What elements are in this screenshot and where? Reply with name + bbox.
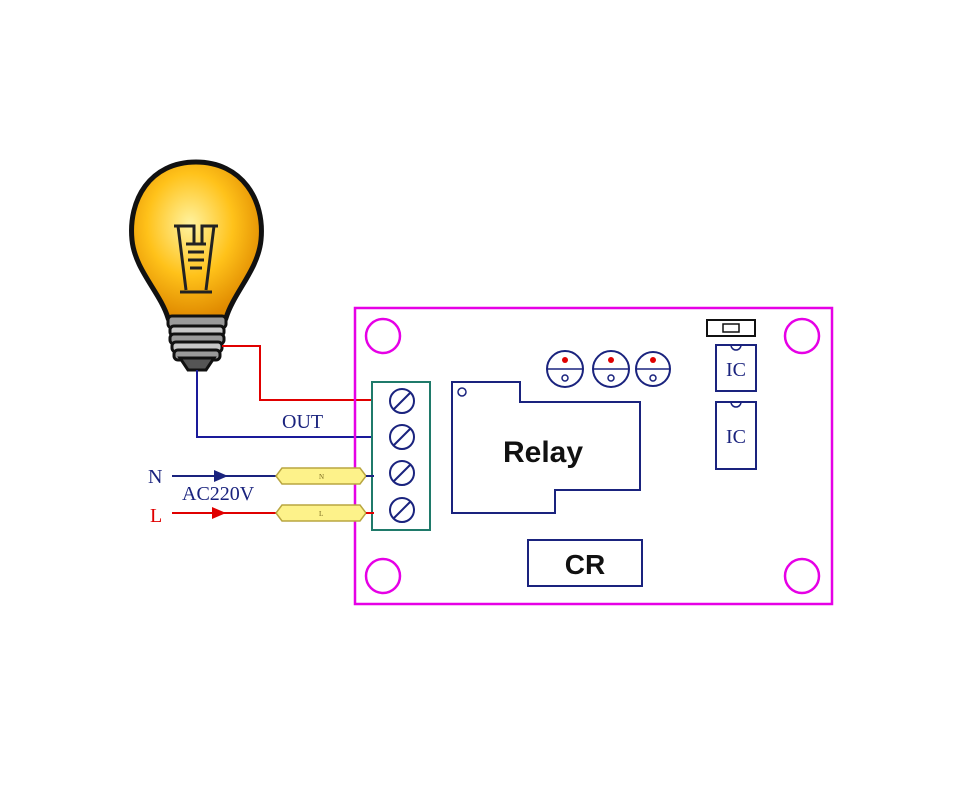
- screw-terminal-icon: [389, 497, 415, 523]
- relay-label: Relay: [503, 436, 583, 469]
- mounting-hole-bottom-right: [783, 557, 821, 595]
- arrow-right-icon: [212, 507, 226, 519]
- live-label: L: [150, 505, 162, 527]
- ic-top-label: IC: [726, 359, 746, 381]
- screw-terminal-icon: [389, 424, 415, 450]
- indicator-component: [635, 351, 671, 387]
- indicator-component: [592, 350, 630, 388]
- out-wire-blue: [196, 370, 388, 438]
- neutral-clip-label: N: [319, 473, 324, 481]
- mounting-hole-top-left: [364, 317, 402, 355]
- slide-switch: [706, 319, 756, 337]
- ic-bottom-label: IC: [726, 426, 746, 448]
- mounting-hole-bottom-left: [364, 557, 402, 595]
- out-wire-red: [222, 345, 388, 401]
- ic-chip-bottom: IC: [715, 401, 757, 470]
- mounting-hole-top-right: [783, 317, 821, 355]
- live-clip-label: L: [319, 510, 323, 518]
- out-label: OUT: [282, 411, 323, 433]
- supply-voltage-label: AC220V: [182, 483, 255, 505]
- cr-label: CR: [565, 549, 605, 580]
- wire-clip-icon: N: [275, 467, 367, 485]
- relay-component: Relay: [451, 381, 641, 514]
- neutral-label: N: [148, 466, 162, 488]
- indicator-component: [546, 350, 584, 388]
- terminal-block: [371, 381, 431, 531]
- cr-component: CR: [527, 539, 643, 587]
- screw-terminal-icon: [389, 460, 415, 486]
- ic-chip-top: IC: [715, 344, 757, 392]
- light-bulb-icon: [129, 159, 264, 372]
- arrow-right-icon: [214, 470, 228, 482]
- wire-clip-icon: L: [275, 504, 367, 522]
- screw-terminal-icon: [389, 388, 415, 414]
- relay-board: [353, 306, 834, 606]
